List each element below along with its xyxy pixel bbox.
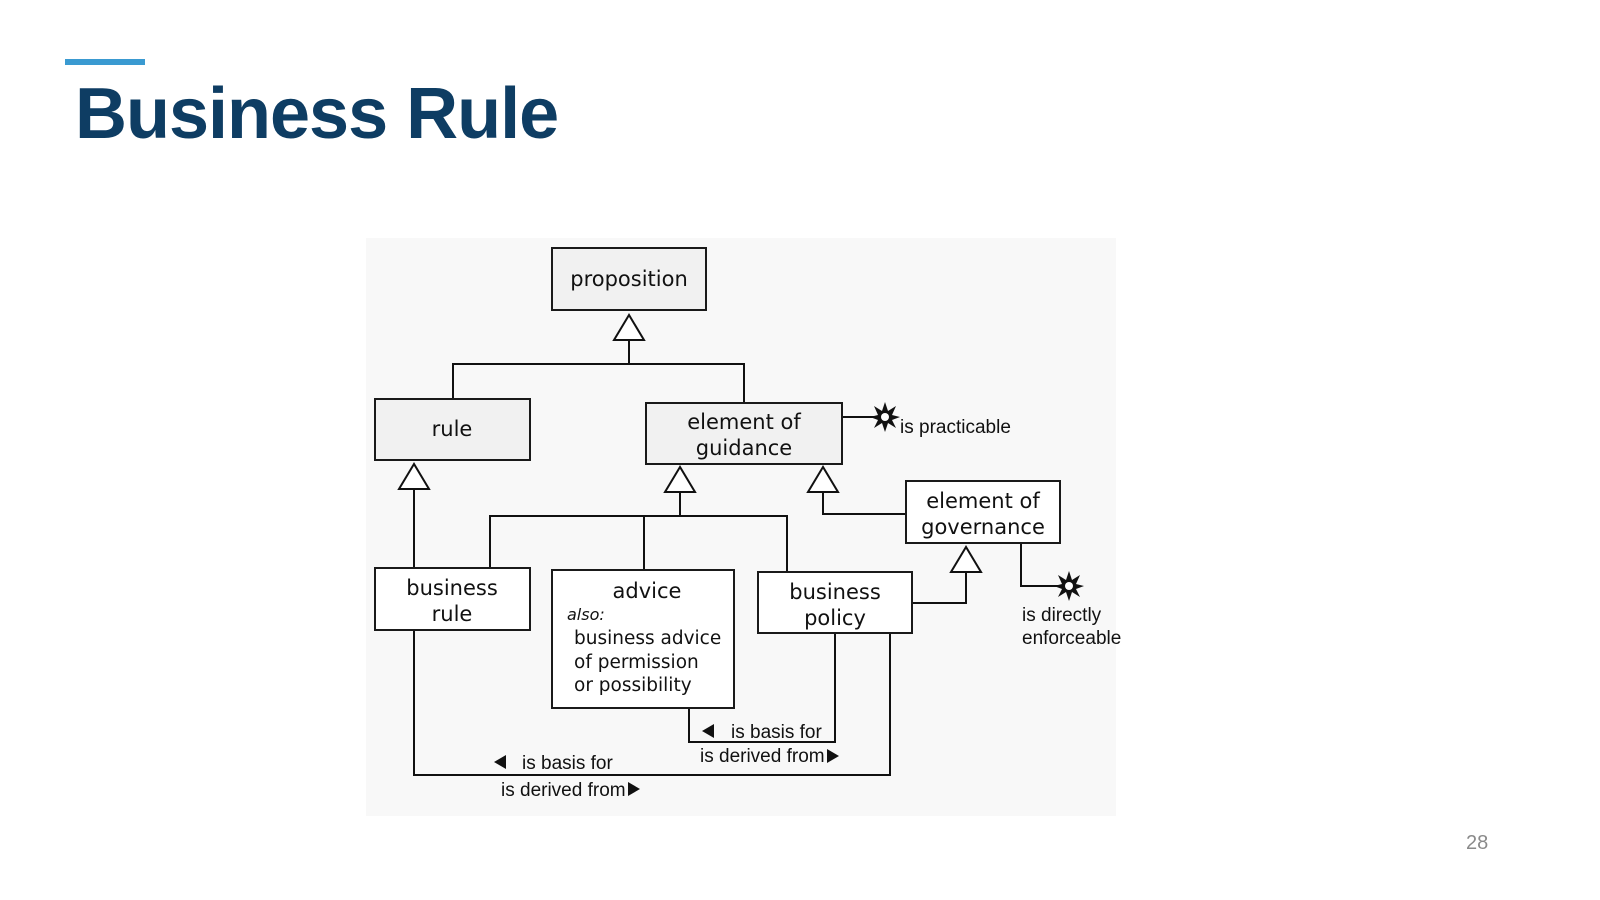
business-rule-box: business rule <box>374 567 531 631</box>
generalization-arrow-guidance-left <box>663 465 697 493</box>
advice-also-label: also: <box>567 605 605 624</box>
business-policy-box: business policy <box>757 571 913 634</box>
business-policy-label-line2: policy <box>804 606 866 630</box>
element-of-guidance-box: element of guidance <box>645 402 843 465</box>
element-of-governance-label-line2: governance <box>921 515 1045 539</box>
right-triangle-icon <box>827 749 839 763</box>
is-directly-enforceable-label-line2: enforceable <box>1022 628 1121 649</box>
left-triangle-icon <box>702 724 714 738</box>
generalization-arrow-rule <box>397 462 431 490</box>
rule-derived-label: is derived from <box>501 780 626 801</box>
proposition-box: proposition <box>551 247 707 311</box>
business-rule-label-line2: rule <box>432 602 473 626</box>
generalization-arrow-guidance-right <box>806 465 840 493</box>
star-icon <box>870 402 900 432</box>
rule-label: rule <box>432 417 473 441</box>
business-rule-label-line1: business <box>406 576 498 600</box>
element-of-governance-label-line1: element of <box>926 489 1040 513</box>
advice-line-1: business advice <box>574 628 721 649</box>
advice-line-2: of permission <box>574 652 699 673</box>
element-of-guidance-label-line1: element of <box>687 410 801 434</box>
title-accent-bar <box>65 59 145 65</box>
generalization-arrow-governance <box>949 545 983 573</box>
connector-lines <box>413 340 1058 776</box>
star-icon <box>1054 571 1084 601</box>
generalization-triangles <box>397 313 983 573</box>
slide-title: Business Rule <box>75 74 559 154</box>
business-policy-label-line1: business <box>789 580 881 604</box>
proposition-label: proposition <box>570 267 688 291</box>
generalization-arrow-proposition <box>612 313 646 341</box>
advice-label: advice <box>613 579 682 603</box>
advice-box: advice also: business advice of permissi… <box>551 569 735 709</box>
advice-line-3: or possibility <box>574 675 692 696</box>
is-directly-enforceable-label-line1: is directly <box>1022 605 1102 626</box>
right-triangle-icon <box>628 782 640 796</box>
left-triangle-icon <box>494 755 506 769</box>
element-of-guidance-label-line2: guidance <box>696 436 792 460</box>
page-number: 28 <box>1466 832 1489 854</box>
rule-box: rule <box>374 398 531 461</box>
advice-basis-label: is basis for <box>731 722 822 743</box>
element-of-governance-box: element of governance <box>905 480 1061 544</box>
rule-basis-label: is basis for <box>522 753 613 774</box>
advice-derived-label: is derived from <box>700 746 825 767</box>
is-practicable-label: is practicable <box>900 417 1011 438</box>
